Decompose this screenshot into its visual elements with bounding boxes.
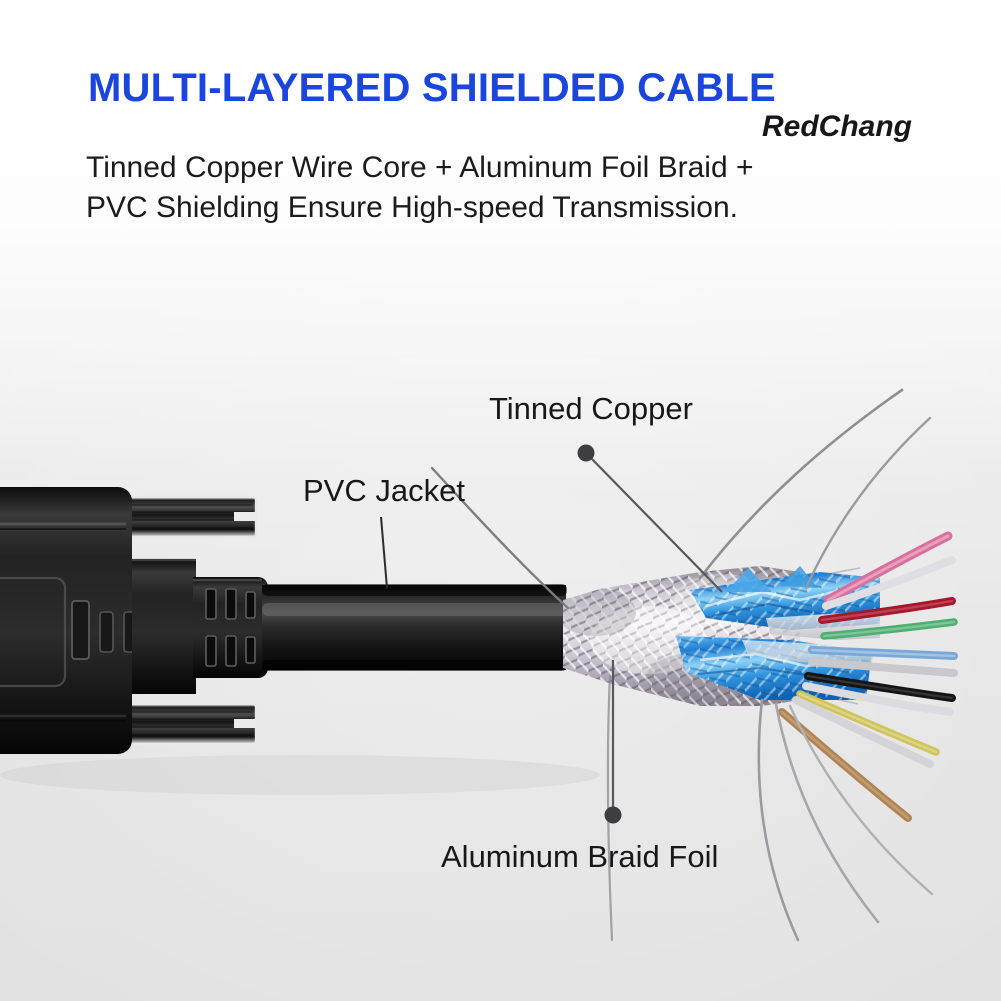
leader-dot-aluminum-braid — [604, 806, 622, 824]
callout-label-tinned-copper: Tinned Copper — [489, 391, 693, 426]
pvc-jacket-body — [262, 584, 567, 671]
connector-hood — [0, 487, 196, 754]
subtitle-line-2: PVC Shielding Ensure High-speed Transmis… — [86, 190, 738, 224]
leader-tinned-copper — [577, 444, 723, 593]
subtitle-line-1: Tinned Copper Wire Core + Aluminum Foil … — [86, 151, 754, 184]
drain-wires — [430, 388, 934, 942]
leader-aluminum-braid — [604, 660, 622, 824]
leader-pvc-jacket — [380, 516, 388, 589]
callout-label-aluminum-braid: Aluminum Braid Foil — [441, 839, 719, 874]
thumbscrew-top — [126, 495, 258, 539]
brand-watermark: RedChang — [762, 110, 912, 143]
subtitle-block: Tinned Copper Wire Core + Aluminum Foil … — [86, 148, 936, 228]
strain-relief — [193, 577, 268, 678]
page-title: MULTI-LAYERED SHIELDED CABLE — [88, 66, 776, 110]
callout-label-pvc-jacket: PVC Jacket — [303, 473, 465, 508]
leader-dot-tinned-copper — [577, 444, 595, 462]
conductor-wires — [778, 531, 958, 822]
